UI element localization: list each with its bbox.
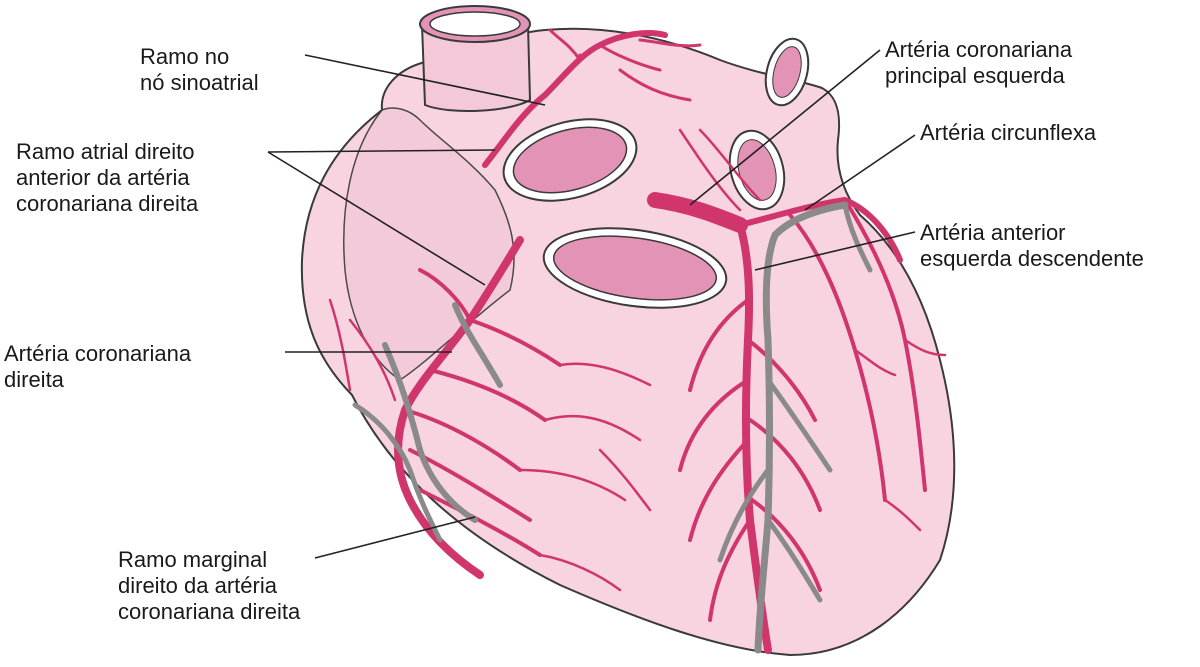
label-line: Artéria anterior xyxy=(920,220,1066,245)
leader-right-marginal xyxy=(314,516,476,559)
cardiac-veins xyxy=(352,201,873,654)
label-line: direita xyxy=(4,367,64,392)
leader-right-atrial-a xyxy=(267,149,496,153)
label-line: Ramo marginal xyxy=(118,547,268,572)
left-main-artery xyxy=(647,192,748,233)
superior-vena-cava xyxy=(420,24,532,112)
lad-artery xyxy=(736,221,772,654)
label-lad-artery: Artéria anterior esquerda descendente xyxy=(920,220,1144,272)
aorta-lumen xyxy=(512,126,628,194)
leader-lines xyxy=(267,49,916,559)
label-line: Artéria coronariana xyxy=(885,37,1073,62)
label-right-marginal-branch: Ramo marginal direito da artéria coronar… xyxy=(118,547,300,625)
label-circumflex-artery: Artéria circunflexa xyxy=(920,120,1096,146)
pulmonary-trunk-lumen xyxy=(552,235,718,301)
label-line: Artéria circunflexa xyxy=(920,120,1097,145)
label-line: Ramo atrial direito xyxy=(16,139,195,164)
leader-left-main xyxy=(689,49,881,206)
label-line: coronariana direita xyxy=(118,599,301,624)
label-line: principal esquerda xyxy=(885,63,1065,88)
label-line: direito da artéria xyxy=(118,573,277,598)
leader-lad xyxy=(754,231,916,271)
label-line: Ramo no xyxy=(140,44,230,69)
leader-circumflex xyxy=(804,134,916,211)
right-vein xyxy=(382,302,503,523)
great-cardiac-vein xyxy=(754,201,849,654)
pulmonary-vein-upper-lumen xyxy=(772,46,802,98)
label-line: nó sinoatrial xyxy=(140,70,259,95)
sa-node-branch-artery xyxy=(482,30,668,168)
leader-sa-node xyxy=(304,54,546,106)
label-right-coronary-artery: Artéria coronariana direita xyxy=(4,341,191,393)
label-line: anterior da artéria xyxy=(16,165,190,190)
vena-cava-lumen xyxy=(429,11,521,37)
label-line: esquerda descendente xyxy=(920,246,1144,271)
coronary-arteries xyxy=(328,28,947,654)
label-sa-node-branch: Ramo no nó sinoatrial xyxy=(140,44,259,96)
leader-right-atrial-b xyxy=(267,151,486,286)
label-line: Artéria coronariana xyxy=(4,341,192,366)
label-right-atrial-branch: Ramo atrial direito anterior da artéria … xyxy=(16,139,198,217)
label-line: coronariana direita xyxy=(16,191,199,216)
label-left-main-coronary: Artéria coronariana principal esquerda xyxy=(885,37,1072,89)
